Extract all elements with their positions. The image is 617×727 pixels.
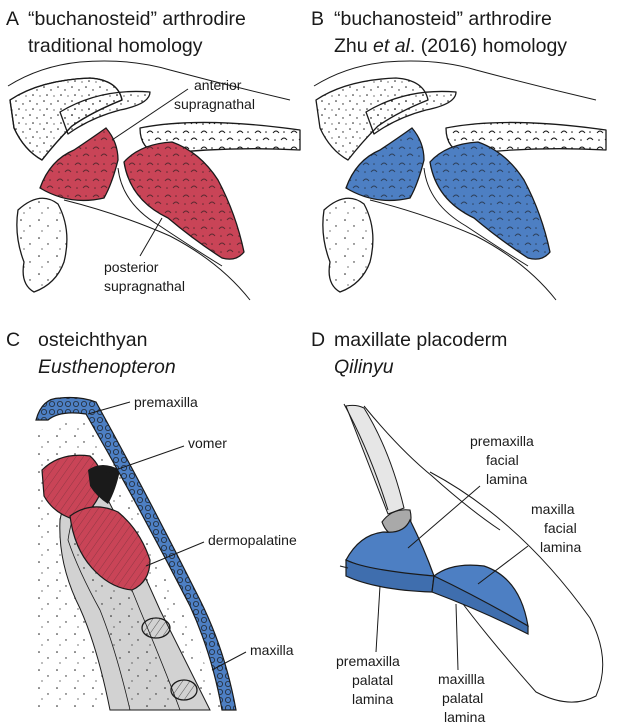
panel-c-dermopalatine-texture	[70, 506, 150, 590]
panel-c-scale-1	[141, 617, 171, 639]
panel-b: B “buchanosteid” arthrodire Zhu et al. (…	[311, 8, 607, 301]
panel-a-title-line1: “buchanosteid” arthrodire	[28, 8, 246, 30]
panel-c-band-texture	[36, 397, 236, 710]
panel-b-title-line1: “buchanosteid” arthrodire	[334, 8, 552, 30]
panel-b-letter: B	[311, 8, 324, 30]
panel-d-outline-left	[343, 403, 389, 511]
panel-d-label-mx-facial-2: facial	[544, 520, 577, 536]
panel-c-leader-vomer	[103, 445, 185, 475]
panel-b-halo-line	[423, 167, 529, 267]
panel-d-title-line2: Qilinyu	[334, 356, 394, 378]
panel-d-leader-pmx-facial	[407, 485, 481, 549]
panel-b-posterior-texture	[430, 142, 550, 260]
panel-c-label-vomer: vomer	[188, 435, 227, 451]
panel-d-label-pmx-facial-3: lamina	[486, 471, 527, 487]
panel-a-halo-line	[117, 167, 223, 267]
panel-c-leader-premaxilla	[87, 401, 131, 415]
panel-b-skull-roof	[313, 60, 597, 101]
panel-a-label-posterior-1: posterior	[104, 259, 159, 275]
panel-b-anterior-texture	[346, 128, 424, 201]
panel-d-grey-horn	[345, 404, 405, 515]
panel-d-label-pmx-facial-2: facial	[486, 452, 519, 468]
panel-d-label-pmx-palatal-2: palatal	[352, 672, 393, 688]
panel-b-title-year: . (2016) homology	[410, 35, 567, 57]
panel-a: A “buchanosteid” arthrodire traditional …	[6, 8, 301, 301]
panel-c-notch	[88, 465, 120, 504]
panel-a-lower-jaw	[16, 197, 68, 293]
panel-d-leader-mx-facial	[477, 545, 529, 585]
panel-d-letter: D	[311, 329, 325, 351]
panel-c-letter: C	[6, 329, 20, 351]
panel-b-cheek-curve	[369, 199, 557, 301]
panel-a-label-posterior-2: supragnathal	[104, 278, 185, 294]
panel-d-outline-right	[429, 471, 604, 703]
panel-d-label-mx-facial-3: lamina	[540, 539, 581, 555]
panel-b-title-line2: Zhu et al. (2016) homology	[334, 35, 567, 57]
panel-a-skull-roof	[7, 60, 291, 101]
panel-c-snout-drawing	[35, 396, 237, 711]
panel-c-label-maxilla: maxilla	[250, 642, 294, 658]
panel-b-title-etal: et al	[373, 35, 411, 57]
panel-d-outline-top	[363, 405, 501, 531]
panel-a-label-anterior-2: supragnathal	[174, 96, 255, 112]
panel-a-letter: A	[6, 8, 19, 30]
panel-d-title-line1: maxillate placoderm	[334, 329, 507, 351]
panel-c-label-premaxilla: premaxilla	[134, 394, 198, 410]
panel-c-scale-2	[170, 679, 198, 701]
panel-d-label-mx-palatal-1: maxillla	[438, 671, 485, 687]
panel-a-label-anterior-1: anterior	[194, 77, 242, 93]
panel-d-maxilla-palatal	[431, 575, 529, 635]
panel-a-leader-anterior	[111, 88, 189, 141]
panel-a-cheek-curve	[63, 199, 251, 301]
panel-c-title-line1: osteichthyan	[38, 329, 148, 351]
panel-d-label-mx-palatal-3: lamina	[444, 709, 485, 725]
panel-a-skull-drawing	[7, 60, 301, 301]
panel-c-title-line2: Eusthenopteron	[38, 356, 176, 378]
panel-d-leader-pmx-palatal	[375, 585, 381, 653]
panel-a-upper-shell	[59, 90, 151, 135]
panel-a-leader-posterior	[139, 217, 163, 257]
panel-a-anterior-supragnathal-texture	[40, 128, 118, 201]
panel-a-posterior-supragnathal-texture	[124, 142, 244, 260]
panel-c-label-dermopalatine: dermopalatine	[208, 532, 297, 548]
panel-b-lower-jaw	[322, 197, 374, 293]
panel-d-label-mx-facial-1: maxilla	[531, 501, 575, 517]
panel-d-skull-drawing	[339, 403, 604, 703]
panel-c: C osteichthyan Eusthenopteron	[6, 329, 297, 711]
panel-d-label-mx-palatal-2: palatal	[442, 690, 483, 706]
panel-b-skull-drawing	[313, 60, 607, 301]
panel-d-tick	[339, 565, 349, 569]
panel-d-label-pmx-palatal-3: lamina	[352, 691, 393, 707]
panel-d-label-pmx-palatal-1: premaxilla	[336, 653, 400, 669]
panel-a-title-line2: traditional homology	[28, 35, 203, 57]
panel-c-vomer-texture	[42, 455, 102, 520]
panel-d-label-pmx-facial-1: premaxilla	[470, 433, 534, 449]
panel-b-title-author: Zhu	[334, 35, 373, 57]
panel-d: D maxillate placoderm Qilinyu premaxilla…	[311, 329, 604, 725]
panel-c-leader-dermopalatine	[145, 541, 205, 567]
panel-b-upper-shell	[365, 90, 457, 135]
panel-c-leader-maxilla	[211, 651, 247, 671]
panel-d-leader-mx-palatal	[455, 603, 459, 671]
